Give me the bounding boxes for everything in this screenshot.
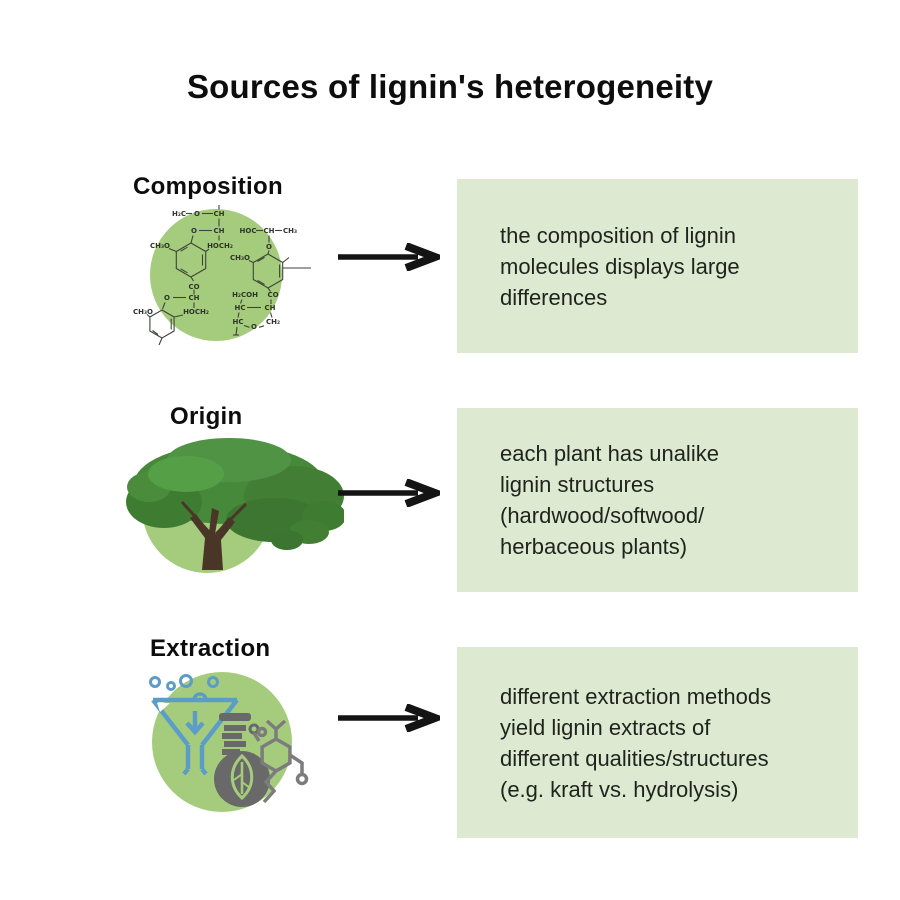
svg-text:HOC: HOC <box>240 227 257 235</box>
svg-text:CH: CH <box>214 210 225 218</box>
tree-canopy <box>126 438 344 550</box>
origin-description-box: each plant has unalike lignin structures… <box>457 408 858 592</box>
page-title: Sources of lignin's heterogeneity <box>186 68 714 105</box>
svg-text:CH₃O: CH₃O <box>230 254 250 262</box>
svg-text:CH: CH <box>264 227 275 235</box>
leaf-icon <box>230 753 254 801</box>
origin-description: each plant has unalike lignin structures… <box>500 441 719 559</box>
svg-text:HOCH₂: HOCH₂ <box>183 308 209 316</box>
tree-trunk <box>180 500 248 570</box>
svg-text:CH₃: CH₃ <box>283 227 297 235</box>
funnel-flask-molecule-icon <box>149 674 309 807</box>
flask-icon <box>214 713 270 807</box>
svg-text:CH: CH <box>214 227 225 235</box>
funnel-icon <box>149 674 239 776</box>
svg-text:HOCH₂: HOCH₂ <box>207 242 233 250</box>
arrow-right-icon <box>338 479 440 507</box>
composition-label: Composition <box>133 173 283 200</box>
svg-text:O: O <box>191 227 197 235</box>
extraction-description: different extraction methods yield ligni… <box>500 683 772 802</box>
svg-text:CH₃O: CH₃O <box>133 308 153 316</box>
extraction-label: Extraction <box>150 635 271 662</box>
svg-text:CO: CO <box>188 283 199 291</box>
extraction-description-box: different extraction methods yield ligni… <box>457 647 858 838</box>
svg-text:H₂C: H₂C <box>172 210 186 218</box>
composition-description: the composition of lignin molecules disp… <box>500 222 740 310</box>
svg-text:HC: HC <box>235 304 246 312</box>
svg-text:CH: CH <box>189 294 200 302</box>
svg-text:CH₂: CH₂ <box>266 318 280 326</box>
svg-text:CH₃O: CH₃O <box>150 242 170 250</box>
chem-bonds <box>146 205 311 346</box>
origin-label: Origin <box>170 403 243 430</box>
arrow-right-icon <box>338 704 440 732</box>
svg-text:HC: HC <box>233 318 244 326</box>
svg-text:O: O <box>194 210 200 218</box>
composition-description-box: the composition of lignin molecules disp… <box>457 179 858 353</box>
molecule-icon <box>252 719 309 804</box>
svg-text:CH: CH <box>265 304 276 312</box>
svg-text:H₂COH: H₂COH <box>232 291 258 299</box>
arrow-right-icon <box>338 243 440 271</box>
svg-text:O: O <box>251 323 257 331</box>
svg-text:CO: CO <box>267 291 278 299</box>
tree-icon <box>126 438 344 570</box>
svg-text:O: O <box>266 243 272 251</box>
svg-text:O: O <box>164 294 170 302</box>
